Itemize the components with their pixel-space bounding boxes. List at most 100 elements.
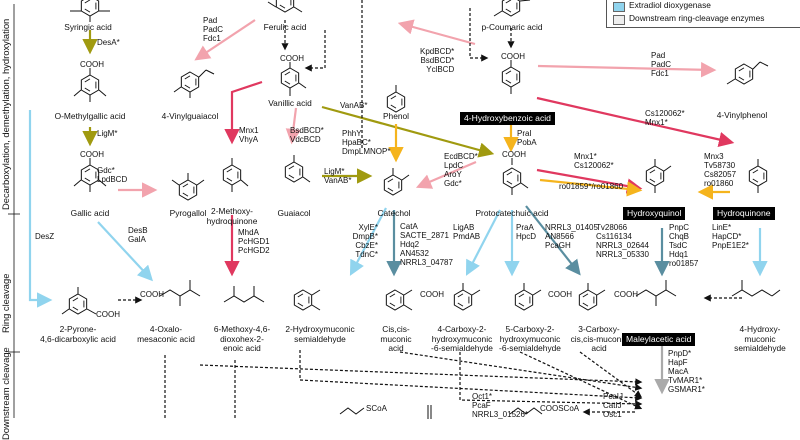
structure-hba	[501, 60, 521, 94]
dashed-arrow-down-right	[579, 351, 642, 398]
compound-carboxyhydroxy5: 5-Carboxy-2- hydroxymuconic -6-semialdeh…	[499, 324, 561, 353]
compound-oxalomesaconic: 4-Oxalo- mesaconic acid	[137, 324, 195, 344]
arrow-protocatechuic-to-hydroxyquinol	[536, 168, 643, 194]
compound-gallic: Gallic acid	[70, 208, 110, 218]
fragment-cooh-vanillic: COOH	[280, 54, 304, 63]
structure-pyrogallol	[171, 173, 205, 201]
structure-hydroxyquinol	[645, 159, 672, 193]
structure-hydroxymuconic	[293, 289, 321, 311]
arrow-vanillic-to-methoxyhydroquinone	[224, 80, 263, 145]
enzyme-pad-right: Pad PadC Fdc1	[651, 51, 672, 78]
enzyme-desb: DesB GalA	[128, 226, 148, 244]
dashed-arrow-down-right	[199, 364, 643, 386]
box-maleylacetic: Maleylacetic acid	[622, 333, 696, 346]
chemical-structures	[61, 0, 781, 419]
compound-syringic: Syringic acid	[64, 22, 112, 32]
arrow-vanillic-to-protocatechuic	[321, 105, 495, 158]
enzyme-vanab1: VanAB*	[340, 101, 368, 110]
arrow-catechol-to-hydroxymuconic	[349, 207, 387, 276]
compound-carboxyhydroxy4: 4-Carboxy-2- hydroxymuconic -6-semialdeh…	[431, 324, 493, 353]
compound-phenol: Phenol	[382, 111, 410, 121]
legend-label-extradiol: Extradiol dioxygenase	[629, 0, 711, 10]
enzyme-tv28066: Tv28066 Cs116134 NRRL3_02644 NRRL3_05330	[596, 223, 649, 259]
enzyme-kpd: KpdBCD* BsdBCD* YclBCD	[420, 47, 455, 74]
compound-omethylgallic: O-Methylgallic acid	[54, 111, 126, 121]
enzyme-pad-ferulic: Pad PadC Fdc1	[203, 16, 224, 43]
structure-ferulic	[267, 0, 303, 13]
structure-downstream-2	[509, 407, 543, 415]
reaction-arrows	[28, 19, 768, 395]
dashed-arrow-down-right	[459, 352, 643, 408]
legend-swatch-extradiol	[613, 2, 625, 12]
legend-label-downstream: Downstream ring-cleavage enzymes	[629, 13, 765, 23]
box-hydroquinone: Hydroquinone	[713, 207, 775, 220]
compound-vinylguaiacol: 4-Vinylguaiacol	[161, 111, 219, 121]
fragment-scoa: SCoA	[366, 404, 387, 413]
structure-vinylguaiacol	[173, 69, 215, 98]
arrow-kpd-to-ferulic	[397, 19, 476, 46]
structure-oxalomesaconic	[159, 280, 201, 306]
enzyme-desa: DesA*	[97, 38, 120, 47]
section-label-ring-cleavage: Ring cleavage	[0, 273, 11, 333]
enzyme-mhda: MhdA PcHGD1 PcHGD2	[238, 228, 270, 255]
compound-hydroxymuconic4: 4-Hydroxy- muconic semialdehyde	[734, 324, 786, 353]
enzyme-pnpc: PnpC ChqB TsdC Hdq1 ro01857	[669, 223, 699, 268]
structure-coumaric	[493, 0, 531, 17]
fragment-cooh-protocatechuic: COOH	[502, 150, 526, 159]
structure-carboxycis	[578, 283, 606, 311]
fragment-cooh-gallic: COOH	[80, 150, 104, 159]
enzyme-mnx1b: Mnx1* Cs120062*	[574, 152, 614, 170]
compound-vinylphenol: 4-Vinylphenol	[716, 110, 768, 120]
compound-hydroxymuconic: 2-Hydroxymuconic semialdehyde	[285, 324, 355, 344]
legend-swatch-downstream	[613, 15, 625, 25]
structure-hydroquinone	[748, 159, 768, 193]
fragment-cooh-hba: COOH	[501, 52, 525, 61]
compound-pyrogallol: Pyrogallol	[169, 208, 207, 218]
enzyme-pcalj: PcaIJ CatIJ Osc1	[603, 392, 624, 419]
arrow-ferulic-to-vinylguaiacol	[194, 19, 256, 61]
structure-carboxy4	[453, 283, 481, 311]
structure-carboxy5	[514, 283, 542, 311]
structure-dioxohexenoic	[223, 286, 265, 303]
arrow-omethylgallic-to-pyrone	[28, 110, 53, 308]
compound-catechol: Catechol	[377, 208, 411, 218]
dashed-arrow-down-right	[519, 351, 643, 410]
structure-downstream-1	[339, 407, 365, 415]
enzyme-gdc-lpd: Gdc* LpdBCD	[97, 166, 128, 184]
fragment-cooh-maleyl: COOH	[614, 290, 638, 299]
structure-gallic	[73, 158, 107, 192]
arrow-pca-to-carboxy4	[465, 209, 501, 276]
enzyme-phhy: PhhY HpaBC* DmpLMNOP*	[342, 129, 391, 156]
structure-phenol	[386, 85, 406, 113]
structure-vinylphenol	[726, 61, 769, 85]
structure-protocatechuic	[502, 158, 529, 195]
fragment-cooh-carboxy4: COOH	[420, 290, 444, 299]
arrow-vanillic-to-guaiacol	[285, 107, 302, 145]
enzyme-ligab: LigAB PmdAB	[453, 223, 481, 241]
structure-vanillic	[280, 62, 307, 96]
compound-pyrone: 2-Pyrone- 4,6-dicarboxylic acid	[40, 324, 116, 344]
enzyme-line: LinE* HapCD* PnpE1E2*	[712, 223, 749, 250]
structure-ciscismuconic	[385, 289, 413, 311]
dashed-arrows	[118, 0, 742, 419]
structure-pyrone	[61, 287, 97, 315]
dashed-arrow-top	[469, 8, 489, 62]
compound-guaiacol: Guaiacol	[277, 208, 311, 218]
enzyme-desz: DesZ	[35, 232, 55, 241]
dashed-arrow-down-right	[399, 351, 643, 391]
pathway-artwork	[8, 0, 781, 419]
structure-guaiacol	[284, 155, 311, 183]
compound-carboxycis3: 3-Carboxy- cis,cis-muconic acid	[570, 324, 628, 353]
enzyme-xyle: XylE* DmpB* CbzE* TdnC*	[352, 223, 378, 259]
compound-protocatechuic: Protocatechuic acid	[475, 208, 549, 218]
enzyme-edc: EcdBCD* LpdC AroY Gdc*	[444, 152, 478, 188]
compound-ciscismuconic: Cis,cis- muconic acid	[380, 324, 412, 353]
section-label-downstream: Downstream cleavage	[0, 347, 11, 440]
compound-ferulic: Ferulic acid	[263, 22, 307, 32]
enzyme-nrrl: NRRL3_01405 AN8566 PcaGH	[545, 223, 598, 250]
compound-vanillic: Vanillic acid	[268, 98, 312, 108]
enzyme-bsd-vdc: BsdBCD* VdcBCD	[290, 126, 324, 144]
box-hydroxybenzoic: 4-Hydroxybenzoic acid	[460, 112, 555, 125]
compound-coumaric: p-Coumaric acid	[481, 22, 543, 32]
